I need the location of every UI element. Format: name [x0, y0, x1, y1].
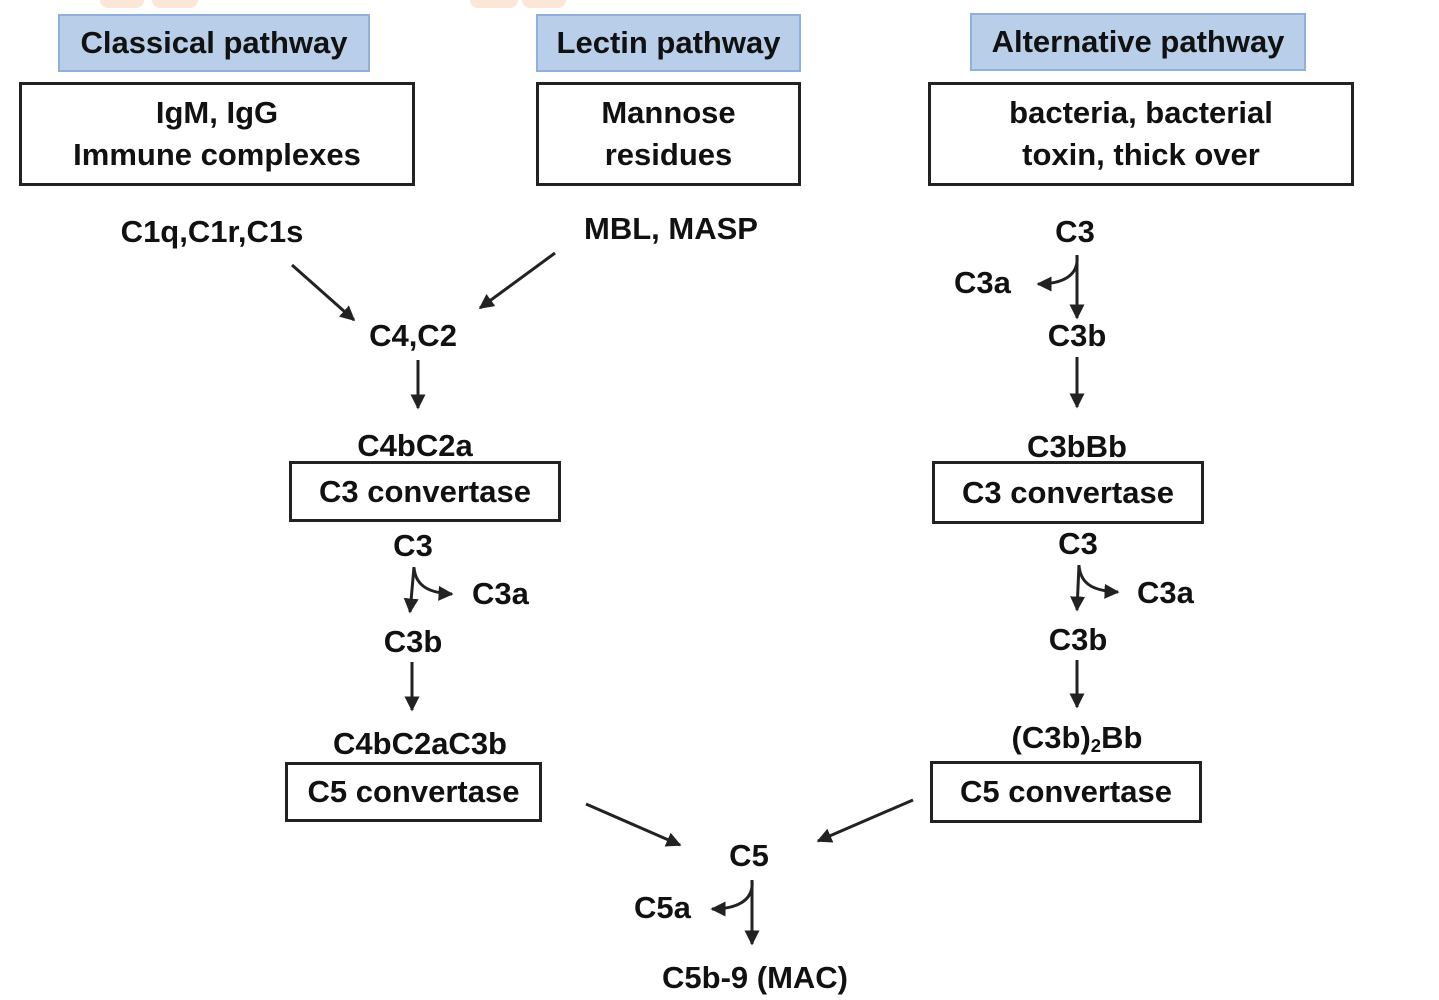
lectin-pathway-header: Lectin pathway — [536, 14, 801, 72]
classical-initiators: C1q,C1r,C1s — [120, 214, 304, 249]
alternative-pathway-header: Alternative pathway — [970, 13, 1306, 71]
cropped-shape-4 — [522, 0, 566, 8]
arrow-c3-to-c3b-left — [403, 566, 419, 614]
left-c3a-label: C3a — [472, 576, 529, 611]
alt-c3a-label: C3a — [954, 265, 1011, 300]
lectin-trigger-box: Mannose residues — [536, 82, 801, 186]
alternative-trigger-line-2: toxin, thick over — [1022, 137, 1260, 172]
arrow-c5-to-c5a — [710, 880, 754, 917]
lectin-trigger-line-1: Mannose — [601, 95, 736, 130]
c5a-label: C5a — [634, 890, 691, 925]
arrow-alt-c3-to-c3a — [1036, 255, 1079, 292]
mac-label: C5b-9 (MAC) — [662, 960, 848, 995]
left-c3-label: C3 — [393, 528, 433, 563]
lectin-initiators: MBL, MASP — [584, 211, 758, 246]
alt-c3-label: C3 — [1055, 214, 1095, 249]
classical-trigger-line-1: IgM, IgG — [155, 95, 279, 130]
left-c5-convertase-label: C5 convertase — [307, 774, 520, 809]
arrow-c1-to-c4c2 — [291, 263, 356, 322]
alternative-trigger-box: bacteria, bacterial toxin, thick over — [928, 82, 1354, 186]
alt-c3-convertase-box: C3 convertase — [932, 461, 1204, 524]
alt-c3-after-label: C3 — [1058, 526, 1098, 561]
alt-c5-convertase-box: C5 convertase — [930, 761, 1202, 823]
alternative-trigger-line-1: bacteria, bacterial — [1009, 95, 1273, 130]
alt-c3-convertase-name: C3bBb — [1027, 429, 1127, 464]
cropped-shape-1 — [100, 0, 144, 8]
arrow-right-c5conv-to-c5 — [816, 798, 914, 843]
alt-c5-name-main: (C3b) — [1011, 720, 1091, 755]
left-c3-convertase-name: C4bC2a — [357, 428, 473, 463]
arrow-left-c5conv-to-c5 — [585, 802, 682, 847]
alt-c3-convertase-label: C3 convertase — [962, 474, 1174, 510]
arrow-alt-c3-to-c3a-2 — [1077, 565, 1120, 599]
alt-c5-convertase-name: (C3b)2Bb — [1012, 722, 1143, 756]
classical-trigger-line-2: Immune complexes — [73, 137, 361, 172]
left-c3b-label: C3b — [383, 624, 443, 659]
left-c5-convertase-box: C5 convertase — [285, 762, 542, 822]
c5-label: C5 — [729, 838, 769, 873]
arrow-c3-to-c3a-left — [412, 567, 454, 601]
left-c3-convertase-label: C3 convertase — [319, 473, 531, 509]
lectin-trigger-line-2: residues — [604, 137, 733, 172]
classical-pathway-header: Classical pathway — [58, 14, 370, 72]
left-c3-convertase-box: C3 convertase — [289, 461, 561, 522]
alt-c5-name-tail: Bb — [1101, 720, 1143, 755]
c4c2-label: C4,C2 — [369, 318, 457, 353]
arrow-mbl-to-c4c2 — [478, 251, 556, 310]
arrow-alt-c3-to-c3b-2 — [1070, 564, 1086, 612]
alt-c5-name-subscript: 2 — [1090, 735, 1102, 756]
classical-trigger-box: IgM, IgG Immune complexes — [19, 82, 415, 186]
alt-c3b-label: C3b — [1047, 318, 1107, 353]
alt-c3a-after-label: C3a — [1137, 575, 1194, 610]
alt-c5-convertase-label: C5 convertase — [960, 774, 1172, 809]
cropped-shape-3 — [470, 0, 518, 8]
left-c5-convertase-name: C4bC2aC3b — [333, 726, 507, 761]
cropped-shape-2 — [152, 0, 198, 8]
alt-c3b-after-label: C3b — [1048, 622, 1108, 657]
